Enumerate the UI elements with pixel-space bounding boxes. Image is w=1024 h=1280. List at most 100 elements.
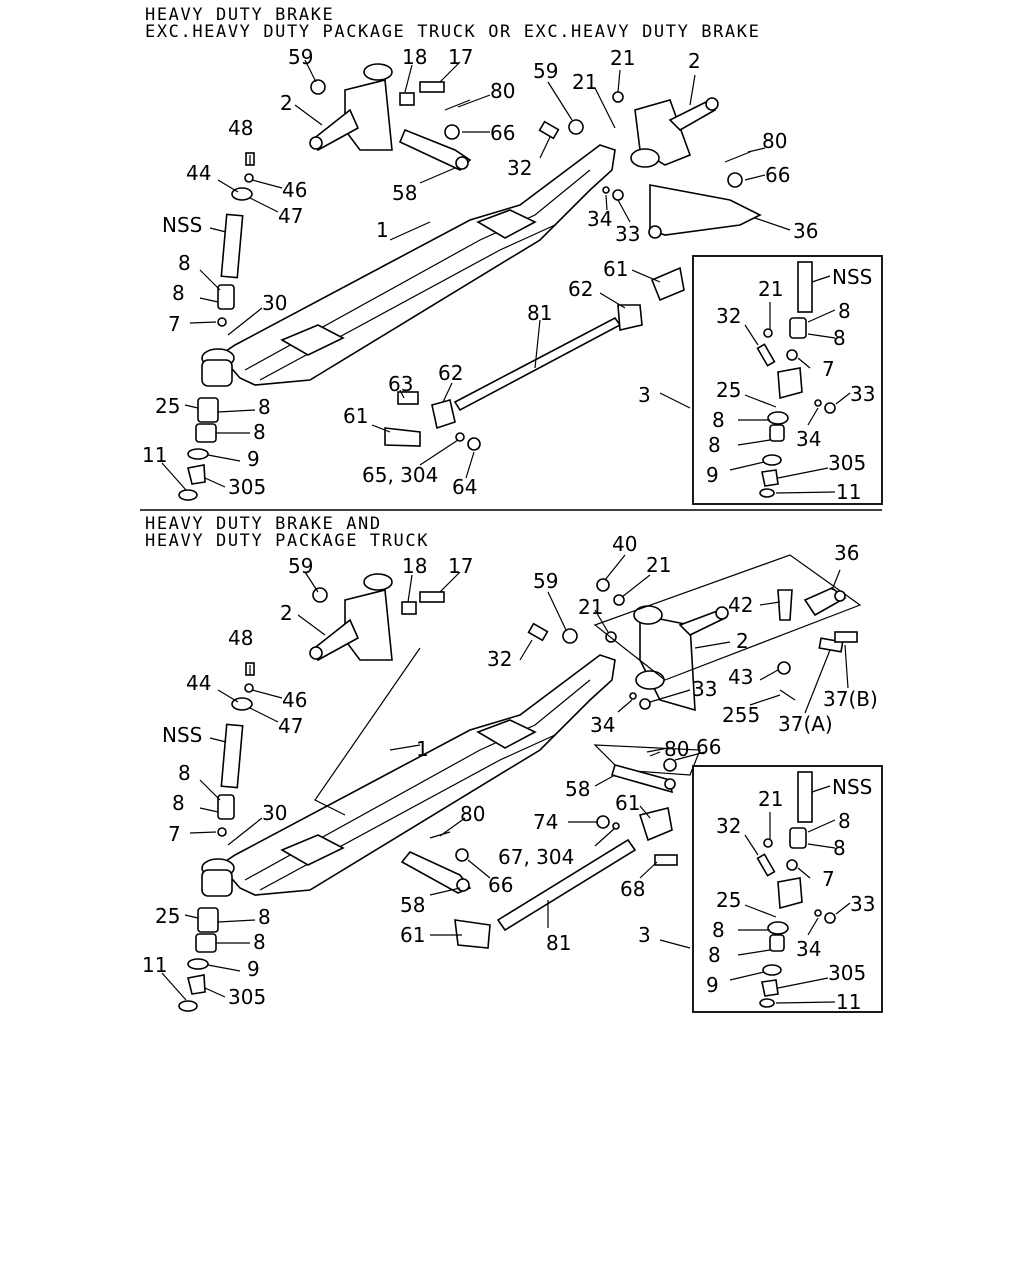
end-61-d (638, 807, 673, 842)
callout-17: 17 (448, 45, 473, 69)
arm-36-a (649, 184, 762, 236)
nut-59-a (310, 79, 326, 95)
s2-callout-43: 43 (728, 665, 753, 689)
s2-callout-21-top: 21 (646, 553, 671, 577)
s2-callout-42: 42 (728, 593, 753, 617)
callout-65-304: 65, 304 (362, 463, 438, 487)
s2-callout-46: 46 (282, 688, 307, 712)
callout-7: 7 (168, 312, 181, 336)
leaders-section2 (161, 554, 851, 1004)
callout-8-a: 8 (178, 251, 191, 275)
kingpin-nss-a (220, 213, 244, 279)
callout-36: 36 (793, 219, 818, 243)
s2-callout-61-right: 61 (615, 791, 640, 815)
callout-46: 46 (282, 178, 307, 202)
s2-callout-1: 1 (416, 737, 429, 761)
s2-callout-58: 58 (565, 777, 590, 801)
callout-58: 58 (392, 181, 417, 205)
s2-callout-80: 80 (664, 737, 689, 761)
callout-9: 9 (247, 447, 260, 471)
inset2-callout-9: 9 (706, 973, 719, 997)
nut-66-a (444, 124, 460, 140)
callout-305: 305 (228, 475, 266, 499)
s2-callout-305: 305 (228, 985, 266, 1009)
callout-62-b: 62 (438, 361, 463, 385)
callout-80: 80 (490, 79, 515, 103)
callout-18: 18 (402, 45, 427, 69)
callout-34: 34 (587, 207, 612, 231)
s2-callout-37b: 37(B) (823, 687, 878, 711)
s2-callout-17: 17 (448, 554, 473, 578)
callout-63: 63 (388, 372, 413, 396)
tie-rod-81-b (496, 838, 637, 932)
clamp-62-a (617, 304, 643, 331)
washer-67 (612, 822, 620, 830)
inset1-callout-8-c: 8 (712, 408, 725, 432)
shim-9-a (187, 448, 209, 460)
callout-61-b: 61 (343, 404, 368, 428)
inset-box-1 (692, 255, 883, 505)
section1-title-line1: HEAVY DUTY BRAKE (145, 5, 335, 25)
end-61-a (650, 266, 685, 302)
inset2-callout-8-d: 8 (708, 943, 721, 967)
inset1-callout-8-d: 8 (708, 433, 721, 457)
s2-callout-74: 74 (533, 810, 558, 834)
washer-34-a (602, 186, 610, 194)
section1-title-line2: EXC.HEAVY DUTY PACKAGE TRUCK OR EXC.HEAV… (145, 22, 761, 42)
s2-callout-nss: NSS (162, 723, 202, 747)
inset2-callout-34: 34 (796, 937, 821, 961)
s2-callout-3: 3 (638, 923, 651, 947)
washer-65-a (455, 432, 465, 442)
nut-64-a (467, 437, 481, 451)
callout-25: 25 (155, 394, 180, 418)
s2-callout-48: 48 (228, 626, 253, 650)
bolt-68 (654, 854, 678, 866)
callout-66-right: 66 (765, 163, 790, 187)
inset1-callout-21: 21 (758, 277, 783, 301)
s2-callout-47: 47 (278, 714, 303, 738)
left-axle-boss (201, 359, 233, 387)
s2-callout-68: 68 (620, 877, 645, 901)
section2-drawing: 59 18 17 2 59 21 40 21 2 32 33 34 36 42 … (142, 532, 883, 1014)
callout-64: 64 (452, 475, 477, 499)
cap-305-a (187, 464, 206, 485)
nut-18-a (399, 92, 415, 106)
callout-11: 11 (142, 443, 167, 467)
inset1-callout-305: 305 (828, 451, 866, 475)
inset2-callout-8-c: 8 (712, 918, 725, 942)
arm-58-c (611, 764, 673, 794)
s2-callout-7: 7 (168, 822, 181, 846)
callout-3: 3 (638, 383, 651, 407)
section2-title-line2: HEAVY DUTY PACKAGE TRUCK (145, 531, 430, 551)
s2-callout-18: 18 (402, 554, 427, 578)
s2-callout-2-right: 2 (736, 629, 749, 653)
inset-1-parts (756, 261, 836, 498)
callout-nss: NSS (162, 213, 202, 237)
callout-21-top: 21 (610, 46, 635, 70)
s2-callout-44: 44 (186, 671, 211, 695)
callout-8-b: 8 (172, 281, 185, 305)
callout-61: 61 (603, 257, 628, 281)
s2-callout-8-b: 8 (172, 791, 185, 815)
callout-8-d: 8 (253, 420, 266, 444)
clamp-62-b (431, 399, 456, 430)
inset2-callout-nss: NSS (832, 775, 872, 799)
inset1-callout-nss: NSS (832, 265, 872, 289)
pin-255 (779, 689, 796, 701)
end-61-c (454, 919, 491, 949)
s2-callout-32: 32 (487, 647, 512, 671)
bushing-8-c (195, 423, 217, 443)
s2-callout-8-c: 8 (258, 905, 271, 929)
nut-74 (596, 815, 610, 829)
callout-59: 59 (288, 45, 313, 69)
inset2-callout-33: 33 (850, 892, 875, 916)
tie-rod-81-a (453, 316, 622, 412)
s2-callout-8-a: 8 (178, 761, 191, 785)
callout-81: 81 (527, 301, 552, 325)
pin-80-b (724, 151, 751, 163)
s2-callout-66: 66 (696, 735, 721, 759)
s2-callout-58-left: 58 (400, 893, 425, 917)
nut-66-b (727, 172, 743, 188)
seal-7-a (217, 317, 227, 327)
